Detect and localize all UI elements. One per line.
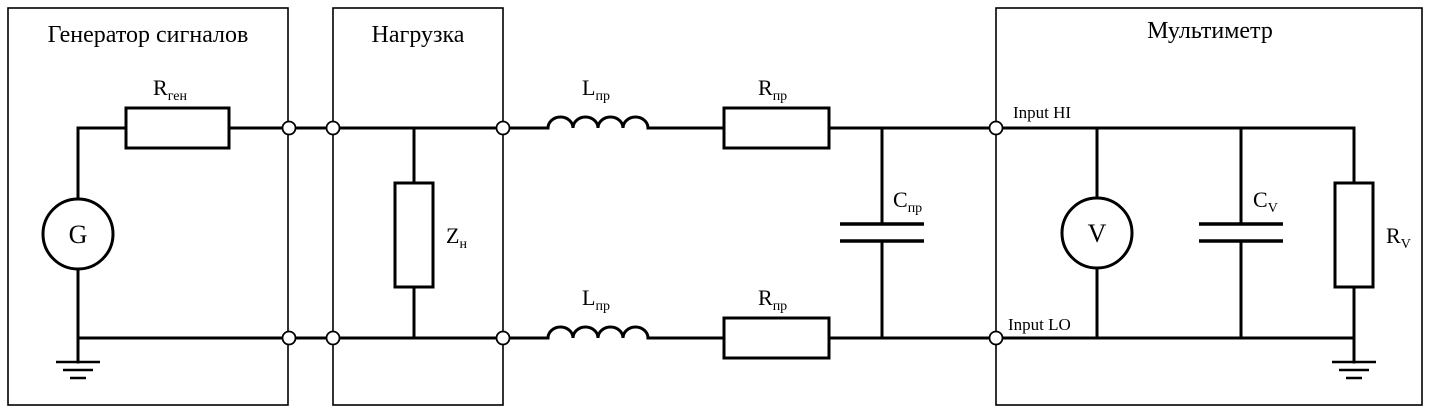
z-load-label: Zн <box>446 223 467 252</box>
r-v-label: RV <box>1386 223 1411 252</box>
inductor-l-top <box>546 115 650 130</box>
resistor-r-v <box>1333 181 1375 289</box>
terminal-load-top-left <box>325 120 341 136</box>
terminal-gen-top <box>281 120 297 136</box>
resistor-r-bottom <box>722 316 831 360</box>
load-title: Нагрузка <box>372 22 465 48</box>
capacitor-c-v <box>1199 222 1283 243</box>
voltmeter-symbol <box>1060 196 1134 270</box>
terminal-input-lo <box>988 330 1004 346</box>
r-gen-label: Rген <box>153 75 187 104</box>
input-hi-label: Input HI <box>1013 103 1071 122</box>
capacitor-c-wire <box>840 222 924 243</box>
generator-block <box>7 7 289 406</box>
resistor-r-top <box>722 106 831 150</box>
r-bottom-label: Rпр <box>758 285 787 314</box>
generator-title: Генератор сигналов <box>48 22 249 48</box>
terminal-load-bottom-right <box>495 330 511 346</box>
l-top-label: Lпр <box>582 75 610 104</box>
terminal-gen-bottom <box>281 330 297 346</box>
terminal-load-bottom-left <box>325 330 341 346</box>
wires <box>76 126 1356 364</box>
resistor-r-gen <box>124 106 231 150</box>
generator-symbol <box>41 197 115 271</box>
input-lo-label: Input LO <box>1008 315 1071 334</box>
multimeter-block <box>995 7 1423 406</box>
load-block <box>332 7 504 406</box>
terminal-load-top-right <box>495 120 511 136</box>
c-wire-label: Cпр <box>893 187 922 216</box>
terminals <box>281 120 1004 346</box>
c-v-label: CV <box>1253 187 1278 216</box>
ground-symbol-left <box>56 360 100 380</box>
r-top-label: Rпр <box>758 75 787 104</box>
voltmeter-symbol-label: V <box>1088 219 1107 248</box>
ground-symbol-right <box>1332 360 1376 380</box>
inductor-l-bottom <box>546 325 650 340</box>
multimeter-title: Мультиметр <box>1147 18 1273 44</box>
terminal-input-hi <box>988 120 1004 136</box>
impedance-z-load <box>393 181 435 289</box>
generator-symbol-label: G <box>69 220 88 249</box>
l-bottom-label: Lпр <box>582 285 610 314</box>
